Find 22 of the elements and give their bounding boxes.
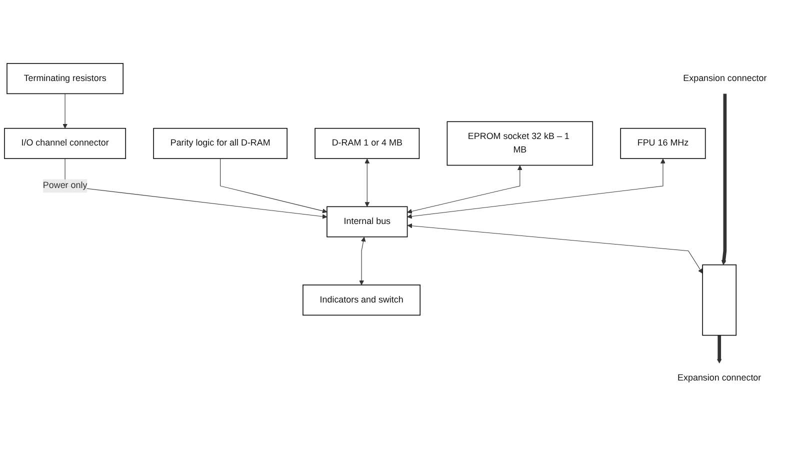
node-box: Terminating resistors: [6, 63, 124, 94]
arrow: [407, 158, 666, 219]
arrow: [62, 93, 68, 129]
node-box: D-RAM 1 or 4 MB: [314, 128, 420, 159]
node-box: Internal bus: [326, 206, 408, 238]
node-box: FPU 16 MHz: [620, 128, 706, 159]
node-box: Parity logic for all D-RAM: [153, 128, 288, 159]
node-text: Expansion connector: [678, 373, 762, 383]
node-box: I/O channel connector: [4, 128, 126, 159]
arrow: [220, 158, 328, 214]
arrow: [716, 335, 722, 364]
node-bar: [702, 264, 737, 336]
arrow: [359, 236, 366, 286]
arrow: [407, 223, 703, 274]
node-text: Expansion connector: [683, 74, 767, 84]
node-box: EPROM socket 32 kB – 1 MB: [446, 121, 594, 166]
arrow: [407, 165, 522, 214]
arrow: [64, 158, 328, 219]
arrow: [721, 94, 727, 266]
arrow: [364, 158, 370, 207]
edge-label: Power only: [42, 180, 88, 190]
node-box: Indicators and switch: [302, 284, 421, 316]
